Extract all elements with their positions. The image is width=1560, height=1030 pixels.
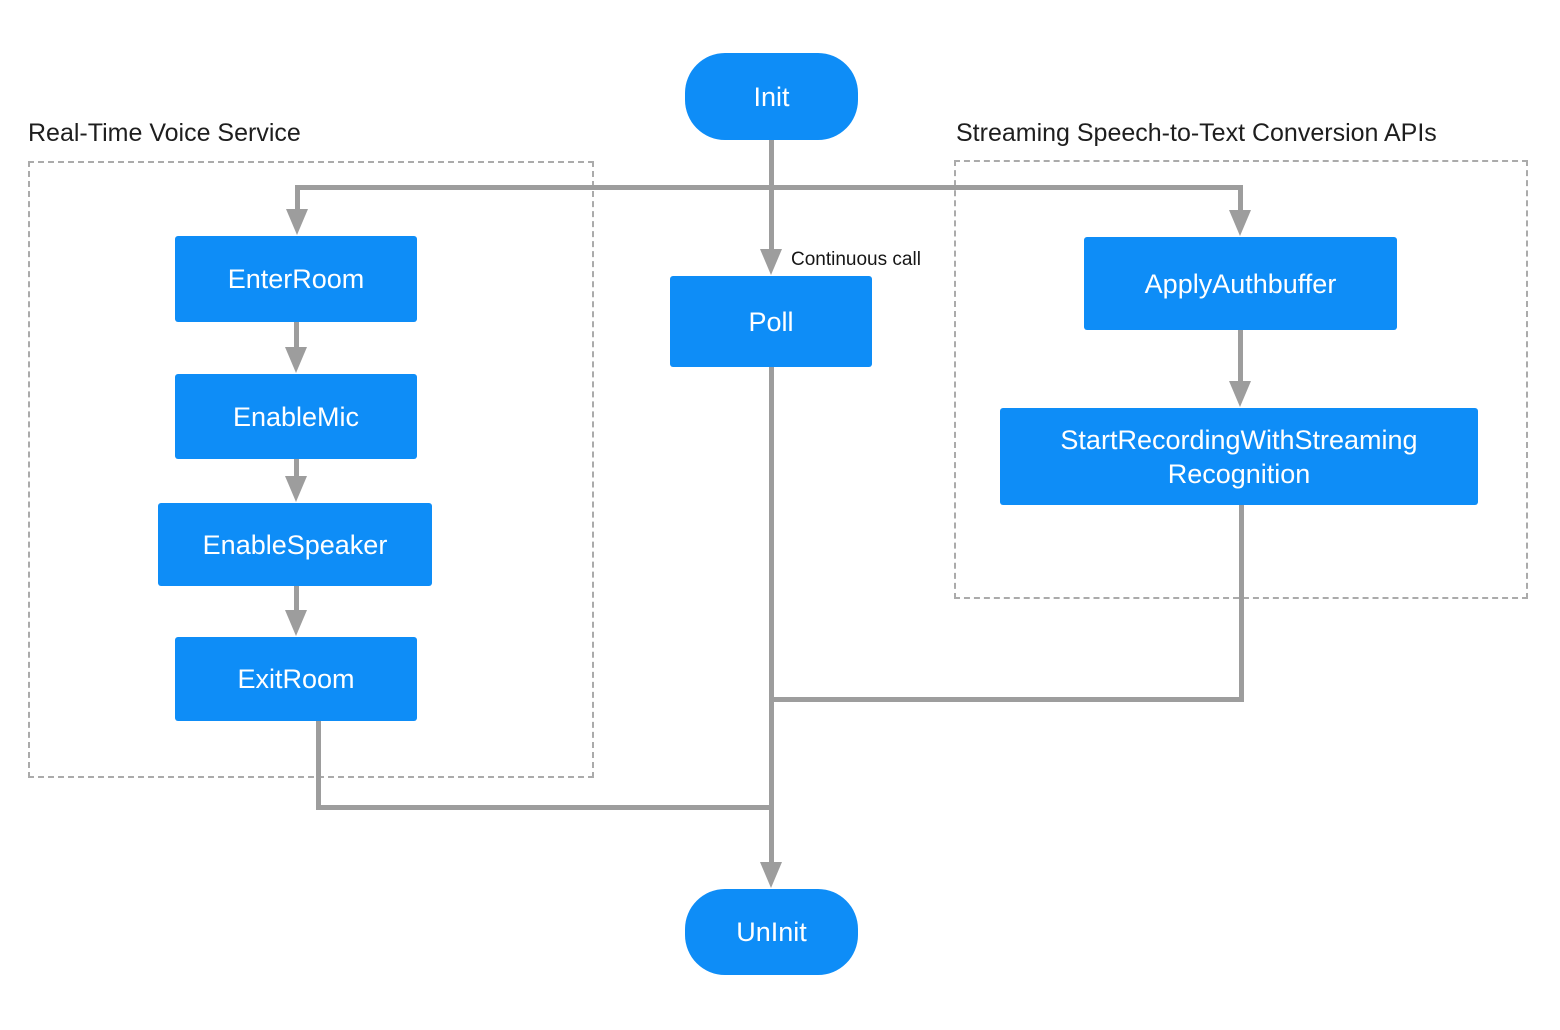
arrow-down-icon	[286, 209, 308, 235]
node-init-label: Init	[753, 81, 790, 112]
arrow-down-icon	[285, 347, 307, 373]
group-title-streaming-stt-apis: Streaming Speech-to-Text Conversion APIs	[956, 119, 1437, 147]
node-enterroom-label: EnterRoom	[227, 264, 365, 294]
edge-startrecording-down	[1239, 505, 1244, 702]
edge-applyauthbuffer-to-startrecording	[1238, 330, 1243, 385]
node-startrecording-label-line1: StartRecordingWithStreaming	[1060, 424, 1418, 455]
arrow-down-icon	[1229, 210, 1251, 236]
edge-init-to-poll	[769, 140, 774, 252]
node-enablemic: EnableMic	[175, 374, 417, 459]
node-exitroom-label: ExitRoom	[237, 664, 355, 694]
edge-init-branch-horizontal	[295, 185, 1242, 190]
group-title-real-time-voice-service: Real-Time Voice Service	[28, 119, 301, 147]
edge-label-continuous-call: Continuous call	[791, 249, 921, 270]
node-uninit: UnInit	[685, 889, 858, 975]
node-uninit-label: UnInit	[736, 917, 807, 947]
node-init: Init	[685, 53, 858, 140]
edge-startrecording-to-junction	[771, 697, 1243, 702]
arrow-down-icon	[1229, 381, 1251, 407]
edge-exitroom-down	[316, 721, 321, 810]
node-applyauthbuffer-label: ApplyAuthbuffer	[1144, 268, 1337, 299]
edge-branch-to-enterroom	[295, 185, 300, 213]
group-container-real-time-voice-service	[28, 161, 594, 778]
node-enablespeaker: EnableSpeaker	[158, 503, 432, 586]
edge-exitroom-to-junction	[316, 805, 773, 810]
node-enablemic-label: EnableMic	[232, 401, 360, 432]
node-enablespeaker-label: EnableSpeaker	[202, 529, 388, 560]
node-startrecording-label-line2: Recognition	[1167, 458, 1311, 489]
node-exitroom: ExitRoom	[175, 637, 417, 721]
node-poll: Poll	[670, 276, 872, 367]
arrow-down-icon	[285, 476, 307, 502]
arrow-down-icon	[760, 862, 782, 888]
edge-enablemic-to-enablespeaker	[294, 459, 299, 480]
edge-enablespeaker-to-exitroom	[294, 586, 299, 614]
edge-enterroom-to-enablemic	[294, 322, 299, 351]
edge-branch-to-applyauthbuffer	[1238, 185, 1243, 214]
node-applyauthbuffer: ApplyAuthbuffer	[1084, 237, 1397, 330]
arrow-down-icon	[285, 610, 307, 636]
edge-poll-to-uninit	[769, 367, 774, 864]
node-poll-label: Poll	[748, 306, 794, 337]
node-enterroom: EnterRoom	[175, 236, 417, 322]
arrow-down-icon	[760, 249, 782, 275]
node-startrecordingwithstreamingrecognition: StartRecordingWithStreaming Recognition	[1000, 408, 1478, 505]
